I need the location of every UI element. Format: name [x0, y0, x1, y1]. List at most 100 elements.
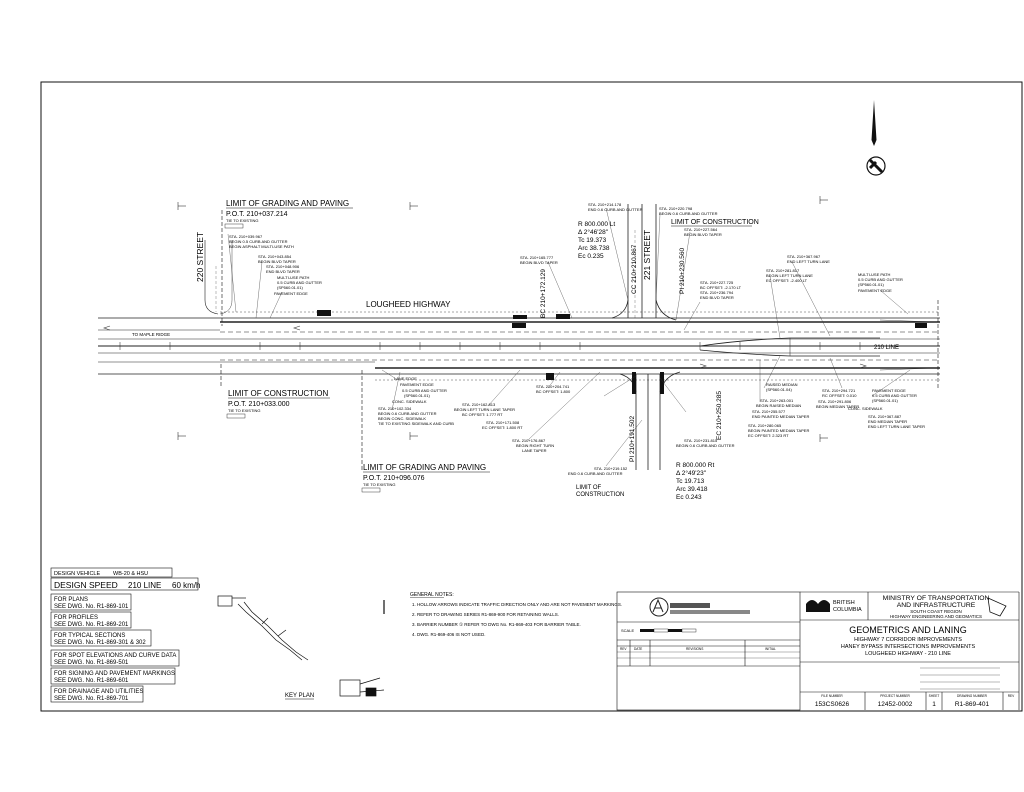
limit-pot: P.O.T. 210+096.076: [363, 475, 425, 482]
callout-line: TIE TO EXISTING SIDEWALK AND CURB: [378, 421, 454, 426]
callout-c15: STA. 210+204.741 BC OFFSET: 1.800: [536, 384, 571, 394]
drawing-number-label: DRAWING NUMBER: [957, 694, 988, 698]
callout-line: (SP560.01.01): [858, 282, 884, 287]
callout-line: EC OFFSET: -2.400 LT: [766, 278, 808, 283]
design-speed-line: 210 LINE: [128, 581, 161, 590]
signature-rows: [920, 667, 1000, 690]
drawing-subtitle-3: LOUGHEED HIGHWAY - 210 LINE: [865, 651, 951, 657]
rev-header: REV: [620, 647, 627, 651]
drawing-references: FOR PLANS SEE DWG. No. R1-869-101 FOR PR…: [50, 593, 180, 703]
drawing-title: GEOMETRICS AND LANING: [849, 625, 967, 635]
key-plan-title: KEY PLAN: [285, 693, 314, 699]
reference-dwg: SEE DWG. No. R1-869-101: [54, 604, 129, 610]
callout-c23: STA. 210+291.806 BEGIN MEDIAN TAPER: [816, 399, 859, 409]
reference-item: FOR TYPICAL SECTIONS SEE DWG. No. R1-869…: [50, 629, 152, 647]
design-info: DESIGN VEHICLE WB-20 & HSU DESIGN SPEED …: [50, 567, 200, 591]
callout-line: BEGIN LEFT TURN LANE TAPER: [454, 407, 515, 412]
callout-line: END LEFT TURN LANE TAPER: [868, 424, 925, 429]
callout-c19: STA. 210+255.577 END PAINTED MEDIAN TAPE…: [752, 409, 809, 419]
limit-construction-bottom-2: CONSTRUCTION: [576, 492, 624, 498]
callout-line: 0.5 CURB AND GUTTER: [277, 280, 322, 285]
callout-c10: STA. 210+367.967 END LEFT TURN LANE: [787, 254, 830, 264]
callout-line: END 0.6 CURB AND GUTTER: [568, 471, 623, 476]
reference-dwg: SEE DWG. No. R1-869-301 & 302: [54, 640, 146, 646]
limit-tie: TIE TO EXISTING: [226, 218, 259, 223]
note-item: 3. BARRIER NUMBER ① REFER TO DWG No. R1-…: [412, 622, 581, 627]
lougheed-highway-label: LOUGHEED HIGHWAY: [366, 300, 451, 309]
sheet-border: [40, 81, 1023, 712]
callout-line: BEGIN RAISED MEDIAN: [756, 403, 801, 408]
pi-191-label: PI 210+191.502: [629, 416, 636, 462]
rev-header: INITIAL: [765, 647, 776, 651]
vertical-station-labels: BC 210+172.129 CC 210+210.867 PI 210+230…: [540, 244, 723, 462]
callout-line: STA. 210+281.817: [766, 268, 800, 273]
callout-c5: STA. 210+214.178 END 0.6 CURB AND GUTTER: [588, 202, 643, 212]
reference-item: FOR SPOT ELEVATIONS AND CURVE DATA SEE D…: [50, 649, 180, 667]
callout-line: STA. 210+280.065: [748, 423, 782, 428]
callout-c12: LANE EDGE PAVEMENT EDGE 0.5 CURB AND GUT…: [392, 376, 447, 404]
callout-line: STA. 210+039.967: [229, 234, 263, 239]
reference-dwg: SEE DWG. No. R1-869-701: [54, 696, 129, 702]
rev-label: REV: [1008, 694, 1015, 698]
curve-tc: Tc 19.373: [578, 237, 607, 244]
general-notes: GENERAL NOTES: 1. HOLLOW ARROWS INDICATE…: [410, 592, 622, 637]
callout-line: MULTI-USE PATH: [277, 275, 310, 280]
curve-r: R 800.000 Lt: [578, 221, 615, 228]
callout-leaders: [227, 207, 911, 467]
callout-line: END 0.6 CURB AND GUTTER: [588, 207, 643, 212]
department: HIGHWAY ENGINEERING AND GEOMATICS: [890, 614, 982, 619]
scale-graphic: [640, 628, 697, 633]
callout-line: 0.5 CURB AND GUTTER: [872, 393, 917, 398]
design-vehicle-value: WB-20 & HSU: [113, 571, 148, 577]
ministry-line-1: MINISTRY OF TRANSPORTATION: [883, 595, 990, 602]
callout-c4: STA. 210+165.777 BEGIN BLVD TAPER: [520, 255, 558, 265]
callout-c26: STA. 210+367.887 END MEDIAN TAPER END LE…: [868, 414, 925, 429]
drawing-subtitle-1: HIGHWAY 7 CORRIDOR IMPROVEMENTS: [854, 637, 962, 643]
key-plan-map: [217, 595, 385, 697]
callout-line: BEGIN 0.6 CURB AND GUTTER: [659, 211, 718, 216]
consultant-logo-icon: [649, 597, 750, 617]
curve-ec: Ec 0.235: [578, 253, 604, 260]
design-speed-label: DESIGN SPEED: [54, 580, 118, 590]
rev-header: REVISIONS: [686, 647, 703, 651]
roadway-plan: [98, 204, 940, 470]
limit-pot: P.O.T. 210+033.000: [228, 401, 290, 408]
callout-line: BEGIN BLVD TAPER: [684, 232, 722, 237]
scale-label: SCALE: [621, 628, 634, 633]
callout-line: STA. 210+102.334: [378, 406, 412, 411]
callout-line: STA. 210+219.152: [594, 466, 628, 471]
reference-title: FOR DRAINAGE AND UTILITIES: [54, 689, 143, 695]
reference-dwg: SEE DWG. No. R1-869-201: [54, 622, 129, 628]
drawing-subtitle-2: HANEY BYPASS INTERSECTIONS IMPROVEMENTS: [841, 644, 976, 650]
callout-line: BEGIN LEFT TURN LANE: [766, 273, 813, 278]
rev-header: DATE: [634, 647, 642, 651]
province-name-2: COLUMBIA: [833, 607, 862, 613]
key-plan: KEY PLAN: [217, 595, 385, 700]
reference-item: FOR DRAINAGE AND UTILITIES SEE DWG. No. …: [50, 685, 143, 703]
curve-delta: Δ 2°49'23": [676, 469, 707, 477]
limit-title: LIMIT OF CONSTRUCTION: [228, 389, 329, 398]
callout-c27: STA. 210+219.152 END 0.6 CURB AND GUTTER: [568, 466, 628, 476]
note-item: 4. DWG. R1-869-406 IS NOT USED.: [412, 632, 485, 637]
callout-line: (SP560.01.01): [277, 285, 303, 290]
curve-arc: Arc 39.418: [676, 486, 708, 493]
callout-c2: STA. 210+043.854 BEGIN BLVD TAPER STA. 2…: [258, 254, 300, 274]
callout-line: MULTI-USE PATH: [858, 272, 891, 277]
callout-line: CONC. SIDEWALK: [848, 406, 883, 411]
callout-line: END LEFT TURN LANE: [787, 259, 830, 264]
callout-line: BEGIN MEDIAN TAPER: [816, 404, 859, 409]
callout-line: BC OFFSET: -2.170 LT: [700, 285, 742, 290]
reference-item: FOR PROFILES SEE DWG. No. R1-869-201: [50, 611, 132, 629]
callout-line: BEGIN PAINTED MEDIAN TAPER: [748, 428, 809, 433]
alignment-line-label: 210 LINE: [874, 345, 899, 351]
callout-c9: STA. 210+281.817 BEGIN LEFT TURN LANE EC…: [766, 268, 813, 283]
street-220-label: 220 STREET: [195, 232, 205, 282]
revision-table: REV DATE REVISIONS INITIAL: [620, 647, 776, 651]
design-vehicle-label: DESIGN VEHICLE: [54, 571, 100, 577]
callout-line: STA. 210+048.906: [266, 264, 300, 269]
reference-dwg: SEE DWG. No. R1-869-501: [54, 660, 129, 666]
limit-tie: TIE TO EXISTING: [228, 408, 261, 413]
design-speed-value: 60 km/h: [172, 581, 200, 590]
callout-c8: STA. 210+227.725 BC OFFSET: -2.170 LT ST…: [700, 280, 742, 300]
callout-line: PAVEMENT EDGE: [400, 382, 434, 387]
